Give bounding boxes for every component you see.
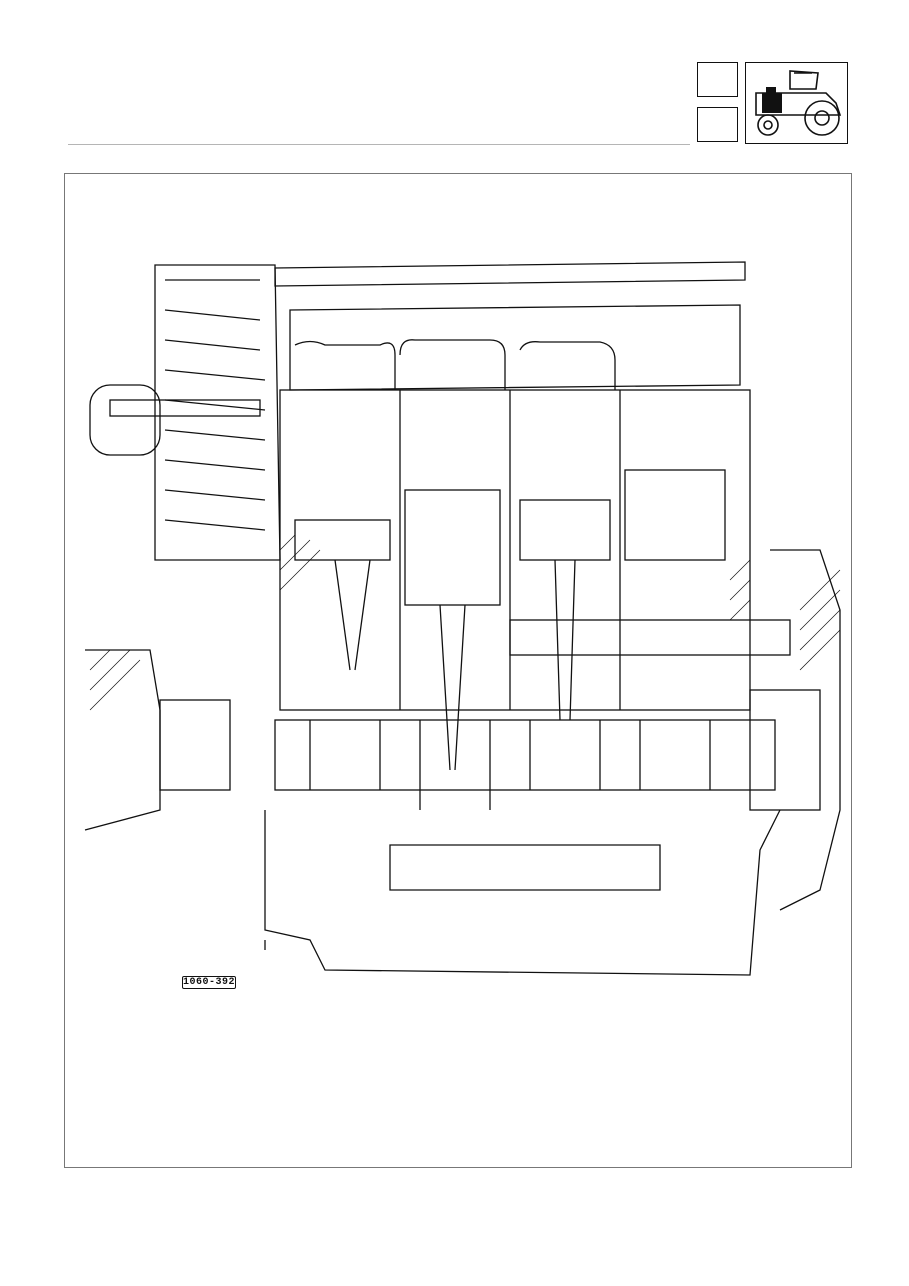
- section-code-box: [697, 62, 738, 97]
- tractor-engine-location-icon: [755, 70, 842, 136]
- tractor-location-badge: [745, 62, 848, 144]
- figure-frame: [64, 173, 852, 1168]
- figure-reference-label: 1060-392: [182, 976, 236, 989]
- engine-cross-section-drawing: [84, 261, 841, 976]
- header-rule: [68, 144, 690, 145]
- page-code-box: [697, 107, 738, 142]
